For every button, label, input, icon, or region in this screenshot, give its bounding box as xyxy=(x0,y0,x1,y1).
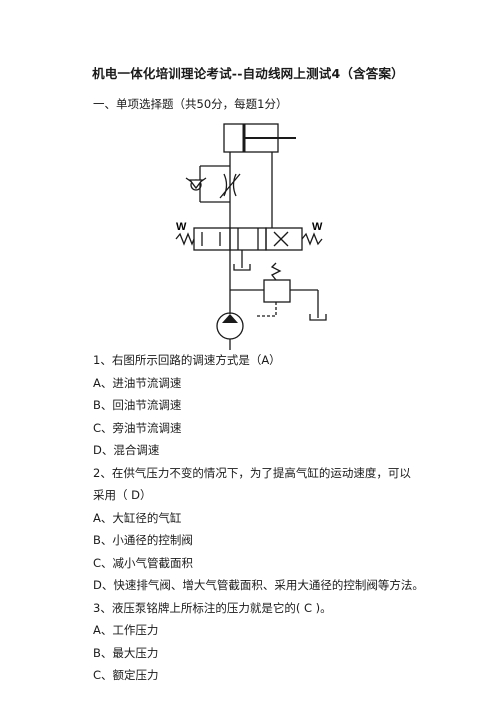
question-2-option-a: A、大缸径的气缸 xyxy=(93,511,182,525)
question-3-stem: 3、液压泵铭牌上所标注的压力就是它的( C )。 xyxy=(93,601,332,615)
question-2-option-d: D、快速排气阀、增大气管截面积、采用大通径的控制阀等方法。 xyxy=(93,578,424,592)
throttle-adjust-arrow xyxy=(219,173,241,199)
document-title: 机电一体化培训理论考试--自动线网上测试4（含答案） xyxy=(92,66,404,81)
spring-right xyxy=(301,232,323,246)
question-2-option-b: B、小通径的控制阀 xyxy=(93,533,193,547)
section-heading: 一、单项选择题（共50分，每题1分） xyxy=(93,97,288,111)
tank-symbol-right xyxy=(309,314,327,321)
spring-left xyxy=(175,232,195,246)
question-1-option-d: D、混合调速 xyxy=(93,443,160,457)
question-1-option-b: B、回油节流调速 xyxy=(93,398,182,412)
tank-symbol-center xyxy=(233,264,251,271)
valve-box-right xyxy=(265,227,303,251)
question-2-stem-line2: 采用（ D） xyxy=(93,488,152,502)
question-3-option-b: B、最大压力 xyxy=(93,646,159,660)
valve-label-w-left: W xyxy=(176,221,187,233)
pump-arrow xyxy=(222,314,238,323)
hydraulic-circuit-diagram: W W xyxy=(175,123,327,350)
question-2-option-c: C、减小气管截面积 xyxy=(93,556,194,570)
throttle-arc-left xyxy=(223,173,228,197)
question-3-option-c: C、额定压力 xyxy=(93,668,159,682)
relief-valve-spring xyxy=(270,262,282,281)
valve-box-center xyxy=(229,227,267,251)
valve-label-w-right: W xyxy=(312,221,323,233)
question-3-option-a: A、工作压力 xyxy=(93,623,159,637)
check-valve-triangle xyxy=(188,179,204,190)
valve-box-left xyxy=(193,227,231,251)
throttle-arc-right xyxy=(232,173,237,197)
relief-valve-box xyxy=(263,279,291,303)
question-1-stem: 1、右图所示回路的调速方式是（A） xyxy=(93,353,281,367)
question-1-option-a: A、进油节流调速 xyxy=(93,376,182,390)
question-1-option-c: C、旁油节流调速 xyxy=(93,421,182,435)
pilot-line xyxy=(256,302,277,317)
question-2-stem-line1: 2、在供气压力不变的情况下，为了提高气缸的运动速度，可以 xyxy=(93,466,411,480)
